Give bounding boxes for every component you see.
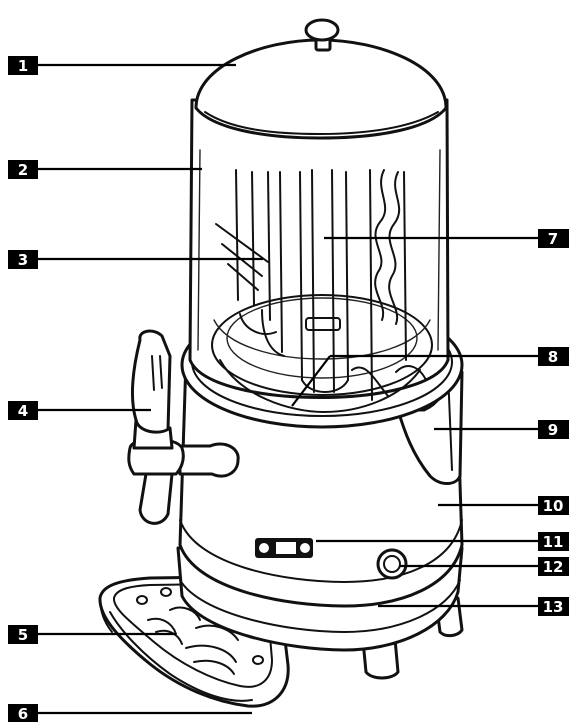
callout-10: 10 (538, 496, 569, 515)
callout-2-label: 2 (18, 161, 28, 179)
callout-6: 6 (8, 704, 38, 722)
callout-13-label: 13 (543, 598, 564, 616)
leader-lines (38, 63, 538, 715)
thermostat-knob (376, 548, 408, 580)
main-body (178, 358, 464, 608)
callout-9-label: 9 (548, 421, 558, 439)
callout-11: 11 (538, 532, 569, 551)
callout-8: 8 (538, 347, 569, 366)
callout-5: 5 (8, 625, 38, 644)
callout-3-label: 3 (18, 251, 28, 269)
lid (194, 18, 448, 140)
callout-6-label: 6 (18, 705, 28, 722)
center-shaft (299, 169, 349, 393)
callout-13: 13 (538, 597, 569, 616)
callout-12-label: 12 (543, 558, 564, 576)
callout-4-label: 4 (18, 402, 28, 420)
callout-5-label: 5 (18, 626, 28, 644)
callout-1-label: 1 (18, 57, 28, 75)
callout-badges: 1 2 3 4 5 6 7 8 9 10 11 12 13 (8, 56, 569, 722)
callout-12: 12 (538, 557, 569, 576)
inner-bowl (219, 359, 427, 413)
callout-9: 9 (538, 420, 569, 439)
callout-8-label: 8 (548, 348, 558, 366)
leader-8 (291, 355, 331, 407)
transparent-container (188, 98, 450, 399)
control-panel (255, 538, 313, 558)
callout-3: 3 (8, 250, 38, 269)
callout-1: 1 (8, 56, 38, 75)
callout-11-label: 11 (543, 533, 564, 551)
callout-7-label: 7 (548, 230, 558, 248)
callout-10-label: 10 (543, 497, 564, 515)
callout-2: 2 (8, 160, 38, 179)
callout-7: 7 (538, 229, 569, 248)
tap-faucet (127, 329, 240, 525)
callout-4: 4 (8, 401, 38, 420)
wavy-blade (369, 169, 407, 401)
